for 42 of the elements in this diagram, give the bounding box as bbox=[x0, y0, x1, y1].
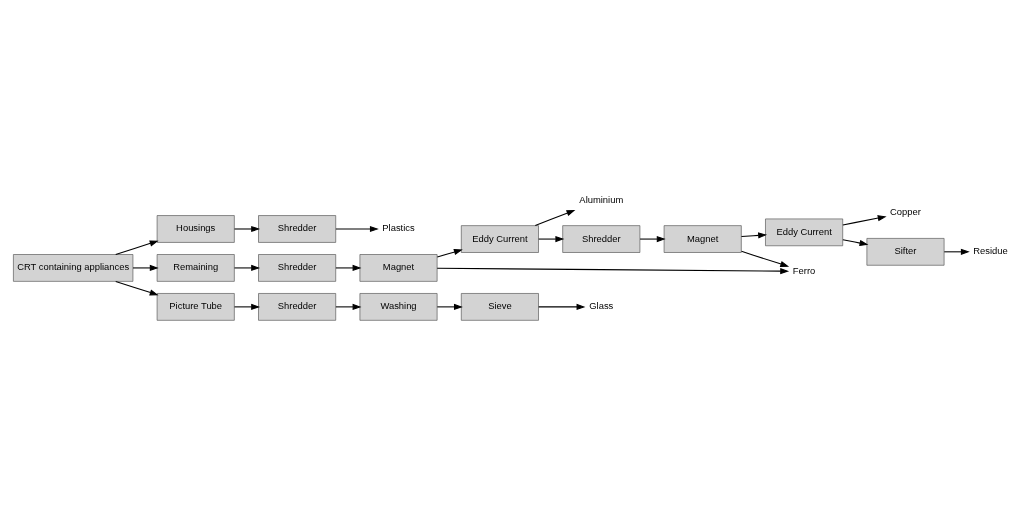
arrow bbox=[842, 214, 887, 225]
node-box: Picture Tube bbox=[156, 292, 235, 321]
arrow bbox=[233, 303, 261, 310]
arrow bbox=[842, 238, 869, 246]
node-box: Eddy Current bbox=[765, 218, 844, 246]
node-text: Copper bbox=[890, 205, 921, 217]
node-box: Shredder bbox=[562, 224, 641, 253]
node-text: Residue bbox=[973, 244, 1008, 256]
arrow bbox=[115, 239, 159, 255]
node-box: CRT containing appliances bbox=[13, 253, 134, 282]
arrow bbox=[639, 235, 666, 242]
node-box: Shredder bbox=[258, 253, 337, 282]
node-box: Sifter bbox=[866, 237, 945, 266]
arrow bbox=[335, 225, 379, 232]
node-box: Shredder bbox=[258, 214, 337, 243]
arrow bbox=[335, 303, 362, 310]
node-box: Washing bbox=[359, 292, 438, 321]
arrow bbox=[335, 264, 362, 271]
node-box: Magnet bbox=[359, 253, 438, 282]
node-text: Ferro bbox=[792, 264, 816, 276]
arrow bbox=[943, 248, 970, 255]
node-box: Housings bbox=[156, 214, 235, 243]
arrow bbox=[115, 280, 159, 295]
node-box: Remaining bbox=[156, 253, 235, 282]
arrow bbox=[436, 248, 463, 257]
arrow bbox=[436, 267, 790, 274]
arrow bbox=[740, 231, 768, 238]
node-box: Eddy Current bbox=[460, 224, 539, 253]
node-text: Aluminium bbox=[579, 193, 624, 205]
arrow bbox=[538, 303, 586, 310]
arrow bbox=[534, 209, 576, 226]
node-box: Sieve bbox=[460, 292, 539, 321]
node-text: Plastics bbox=[382, 221, 415, 233]
arrow bbox=[740, 250, 790, 267]
arrow bbox=[132, 264, 159, 271]
arrow bbox=[233, 225, 261, 232]
node-box: Shredder bbox=[258, 292, 337, 321]
arrow bbox=[233, 264, 261, 271]
arrow bbox=[436, 303, 463, 310]
node-text: Glass bbox=[589, 299, 614, 311]
arrow bbox=[538, 235, 565, 242]
node-box: Magnet bbox=[663, 224, 742, 253]
